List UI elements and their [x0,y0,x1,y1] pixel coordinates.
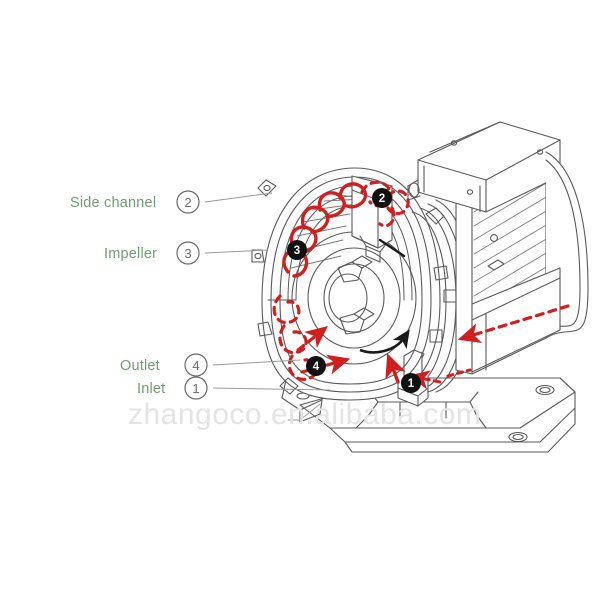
housing-lugs [251,179,449,395]
flow-marker-1-number: 1 [408,378,415,390]
flow-marker-2-number: 2 [379,193,385,205]
label-inlet: Inlet 1 [137,376,208,400]
label-side-channel-text: Side channel [70,195,156,211]
label-impeller: Impeller 3 [104,241,200,265]
callout-number-2: 2 [184,195,191,210]
label-impeller-text: Impeller [104,246,157,262]
leader-inlet [212,387,331,391]
leader-lines [204,192,331,391]
rotation-direction-arrow [359,329,410,354]
outlet-duct-flow-arrow [457,304,570,343]
label-side-channel: Side channel 2 [70,190,200,214]
flow-marker-4: 4 [306,356,326,376]
label-outlet: Outlet 4 [120,353,208,377]
leader-side-channel [204,192,273,203]
lower-flow-ticks [446,368,472,378]
leader-outlet [212,359,301,366]
flow-markers: 2 3 4 1 [287,188,421,393]
inlet-arrows [408,370,442,390]
flow-marker-3-number: 3 [294,245,300,257]
flow-marker-1: 1 [401,373,421,393]
inlet-riser-arrow [385,353,406,384]
flow-marker-4-number: 4 [313,361,320,373]
callout-circle-4 [184,353,208,377]
callout-number-3: 3 [184,246,191,261]
terminal-box [407,121,561,213]
outlet-duct [471,267,561,373]
callout-number-4: 4 [192,358,199,373]
callout-circle-2 [176,190,200,214]
leader-impeller [204,249,269,254]
flow-marker-2: 2 [372,188,392,208]
callout-circle-1 [184,376,208,400]
label-inlet-text: Inlet [137,381,165,397]
callout-circle-3 [176,241,200,265]
flow-marker-3: 3 [287,240,307,260]
label-outlet-text: Outlet [120,358,160,374]
callout-number-1: 1 [192,381,199,396]
watermark: zhangoco.en.alibaba.com [128,398,481,431]
